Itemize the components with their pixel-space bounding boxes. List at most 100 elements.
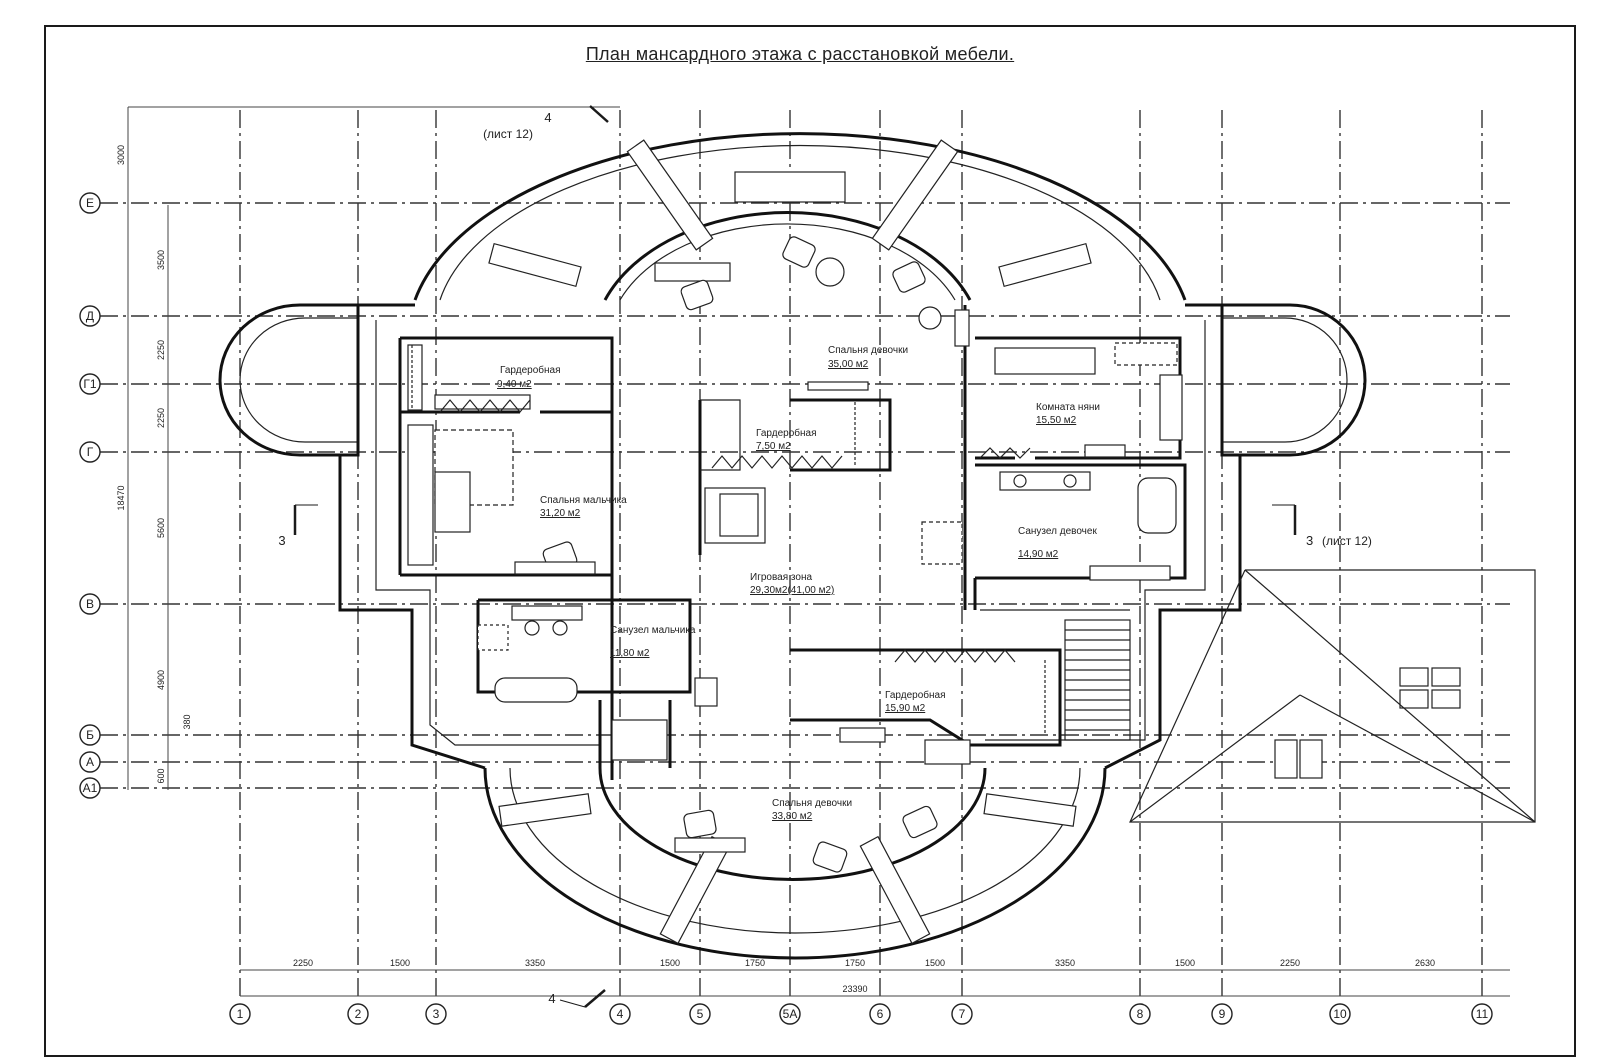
dim-bottom-1: 2250 <box>293 958 313 968</box>
axis-label: Г <box>87 445 94 459</box>
room-area: 7,50 м2 <box>756 441 791 452</box>
room-name: Комната няни <box>1036 402 1100 413</box>
room-area: 31,20 м2 <box>540 508 581 519</box>
axis-bubble <box>229 1003 251 1025</box>
dormer-windows <box>488 139 1092 945</box>
axis-label: 2 <box>355 1007 362 1021</box>
dim-chain-left: 3000 3500 2250 2250 5600 4900 380 600 18… <box>116 145 192 784</box>
dimension-lines <box>127 106 1510 997</box>
axis-label: 6 <box>877 1007 884 1021</box>
room-area: 35,00 м2 <box>828 359 869 370</box>
wardrobe-rails <box>411 345 1046 735</box>
interior-walls <box>398 305 1187 780</box>
axis-label: Е <box>86 196 94 210</box>
room-area: 33,80 м2 <box>772 811 813 822</box>
furniture <box>407 236 1323 873</box>
axis-label: 7 <box>959 1007 966 1021</box>
dim-left-total: 18470 <box>116 485 126 510</box>
room-area: 9,40 м2 <box>497 379 532 390</box>
dim-left-2: 3500 <box>156 250 166 270</box>
section-mark-left-number: 3 <box>278 533 285 548</box>
axis-bubble <box>79 777 101 799</box>
axis-bubble <box>79 593 101 615</box>
axis-bubble <box>779 1003 801 1025</box>
dim-bottom-8: 3350 <box>1055 958 1075 968</box>
axis-bubble <box>79 441 101 463</box>
axis-label: А <box>86 755 94 769</box>
axis-label: 11 <box>1476 1007 1489 1021</box>
room-area: 15,90 м2 <box>885 703 926 714</box>
room-name: Гардеробная <box>756 427 817 439</box>
axis-label: Б <box>86 728 94 742</box>
axis-label: 5 <box>697 1007 704 1021</box>
building-outline <box>218 132 1367 960</box>
dim-bottom-4: 1500 <box>660 958 680 968</box>
axis-bubble <box>1329 1003 1351 1025</box>
room-area: 14,90 м2 <box>1018 549 1059 560</box>
dim-left-1: 3000 <box>116 145 126 165</box>
room-area: 11,80 м2 <box>610 648 650 659</box>
axis-bubble <box>425 1003 447 1025</box>
room-name: Гардеробная <box>500 364 561 376</box>
axis-bubble <box>79 305 101 327</box>
dim-bottom-7: 1500 <box>925 958 945 968</box>
room-name: Гардеробная <box>885 689 946 701</box>
axis-bubble <box>79 192 101 214</box>
axis-bubble <box>869 1003 891 1025</box>
axis-bubble <box>1471 1003 1493 1025</box>
axis-label: 8 <box>1137 1007 1144 1021</box>
axis-label: 5А <box>783 1007 798 1021</box>
dim-bottom-9: 1500 <box>1175 958 1195 968</box>
axis-label: 3 <box>433 1007 440 1021</box>
drawing-title: План мансардного этажа с расстановкой ме… <box>585 44 1015 64</box>
axis-label: В <box>86 597 94 611</box>
section-mark-bottom-number: 4 <box>548 991 555 1006</box>
room-name: Игровая зона <box>750 572 812 583</box>
axis-bubble <box>347 1003 369 1025</box>
section-mark-top-ref: (лист 12) <box>483 127 533 141</box>
room-name: Спальня мальчика <box>540 495 627 506</box>
section-marks <box>293 105 1297 1008</box>
dim-bottom-11: 2630 <box>1415 958 1435 968</box>
dim-left-5: 5600 <box>156 518 166 538</box>
dim-bottom-10: 2250 <box>1280 958 1300 968</box>
dim-bottom-2: 1500 <box>390 958 410 968</box>
dim-chain-bottom: 2250 1500 3350 1500 1750 1750 1500 3350 … <box>293 958 1435 994</box>
room-name: Спальня девочки <box>772 798 852 809</box>
axis-label: 10 <box>1333 1007 1347 1021</box>
roof-terrace <box>1129 569 1536 823</box>
axis-label: 4 <box>617 1007 624 1021</box>
axis-bubble <box>1211 1003 1233 1025</box>
room-area: 15,50 м2 <box>1036 415 1077 426</box>
axis-bubble <box>951 1003 973 1025</box>
room-labels: Гардеробная 9,40 м2 Спальня девочки 35,0… <box>497 345 1100 822</box>
axis-label: 1 <box>237 1007 244 1021</box>
room-name: Санузел девочек <box>1018 526 1097 537</box>
dim-left-8: 600 <box>156 768 166 783</box>
axis-label: Д <box>86 309 94 323</box>
room-area: 29,30м2(41,00 м2) <box>750 585 834 596</box>
axis-label: Г1 <box>83 377 96 391</box>
dim-bottom-total: 23390 <box>842 984 867 994</box>
dim-bottom-3: 3350 <box>525 958 545 968</box>
section-mark-top-number: 4 <box>544 110 551 125</box>
dim-left-3: 2250 <box>156 340 166 360</box>
axis-bubble <box>609 1003 631 1025</box>
dim-bottom-6: 1750 <box>845 958 865 968</box>
axis-bubble <box>79 373 101 395</box>
axis-grid <box>100 110 1510 1000</box>
staircase <box>1064 619 1131 741</box>
dim-left-4: 2250 <box>156 408 166 428</box>
axis-label: 9 <box>1219 1007 1226 1021</box>
sheet-border <box>44 25 1576 1057</box>
axis-bubble <box>79 751 101 773</box>
axis-bubble <box>1129 1003 1151 1025</box>
dim-left-6: 4900 <box>156 670 166 690</box>
room-name: Спальня девочки <box>828 345 908 356</box>
dim-bottom-5: 1750 <box>745 958 765 968</box>
axis-bubble <box>689 1003 711 1025</box>
dim-left-7: 380 <box>182 714 192 729</box>
